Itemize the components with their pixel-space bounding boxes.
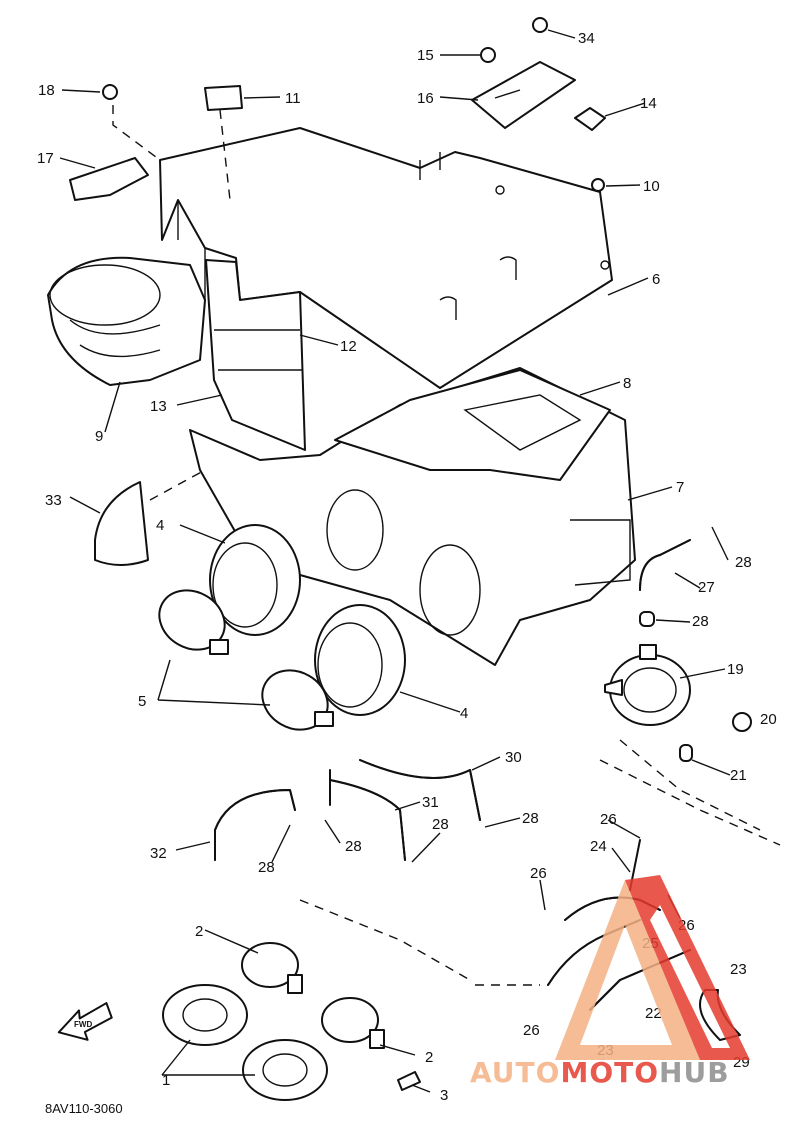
air-cleaner-case-9 bbox=[47, 256, 206, 386]
callout-9: 9 bbox=[95, 428, 103, 445]
callout-30: 30 bbox=[505, 749, 522, 766]
callout-23: 23 bbox=[730, 961, 747, 978]
callout-32: 32 bbox=[150, 845, 167, 862]
svg-text:AUTOMOTOHUB: AUTOMOTOHUB bbox=[470, 1056, 730, 1089]
callout-10: 10 bbox=[643, 178, 660, 195]
watermark-hub: HUB bbox=[659, 1056, 730, 1089]
callout-2b: 2 bbox=[425, 1049, 433, 1066]
callout-27: 27 bbox=[698, 579, 715, 596]
carb-joints-1-2-3 bbox=[162, 942, 421, 1101]
cap-33 bbox=[94, 481, 149, 566]
callout-17: 17 bbox=[37, 150, 54, 167]
callout-13: 13 bbox=[150, 398, 167, 415]
callout-28c: 28 bbox=[522, 810, 539, 827]
callout-28f: 28 bbox=[258, 859, 275, 876]
callout-1: 1 bbox=[162, 1072, 170, 1089]
forward-arrow-icon: FWD bbox=[57, 1002, 113, 1041]
callout-22: 22 bbox=[645, 1005, 662, 1022]
watermark-moto: MOTO bbox=[560, 1056, 659, 1089]
airbox-body-7 bbox=[189, 367, 636, 666]
watermark-auto: AUTO bbox=[470, 1056, 560, 1089]
callout-34: 34 bbox=[578, 30, 595, 47]
callout-8: 8 bbox=[623, 375, 631, 392]
callout-28b: 28 bbox=[692, 613, 709, 630]
airbox-cover-6 bbox=[159, 127, 613, 389]
watermark-triangle-icon bbox=[555, 880, 700, 1060]
callout-18: 18 bbox=[38, 82, 55, 99]
callout-6: 6 bbox=[652, 271, 660, 288]
callout-28d: 28 bbox=[432, 816, 449, 833]
callout-2: 2 bbox=[195, 923, 203, 940]
callout-21: 21 bbox=[730, 767, 747, 784]
clamps-5 bbox=[158, 589, 334, 731]
callout-28e: 28 bbox=[345, 838, 362, 855]
callout-5: 5 bbox=[138, 693, 146, 710]
watermark-logo: AUTOMOTOHUB bbox=[470, 875, 750, 1089]
callout-16: 16 bbox=[417, 90, 434, 107]
callout-26d: 26 bbox=[523, 1022, 540, 1039]
part-code: 8AV110-3060 bbox=[45, 1101, 123, 1116]
forward-label: FWD bbox=[74, 1020, 92, 1029]
callout-14: 14 bbox=[640, 95, 657, 112]
callout-26: 26 bbox=[600, 811, 617, 828]
callout-7: 7 bbox=[676, 479, 684, 496]
joints-4 bbox=[209, 524, 406, 716]
callout-4: 4 bbox=[156, 517, 164, 534]
callout-28: 28 bbox=[735, 554, 752, 571]
callout-11: 11 bbox=[285, 90, 301, 107]
callout-31: 31 bbox=[422, 794, 439, 811]
callout-20: 20 bbox=[760, 711, 777, 728]
assembly-lines bbox=[112, 105, 781, 986]
callout-3: 3 bbox=[440, 1087, 448, 1104]
fuel-pump-19 bbox=[604, 611, 752, 762]
callout-33: 33 bbox=[45, 492, 62, 509]
callout-15: 15 bbox=[417, 47, 434, 64]
small-parts-top bbox=[69, 17, 606, 201]
callout-24: 24 bbox=[590, 838, 607, 855]
callout-26b: 26 bbox=[530, 865, 547, 882]
duct-12-13 bbox=[205, 259, 306, 451]
callout-19: 19 bbox=[727, 661, 744, 678]
callout-4b: 4 bbox=[460, 705, 468, 722]
callout-12: 12 bbox=[340, 338, 357, 355]
